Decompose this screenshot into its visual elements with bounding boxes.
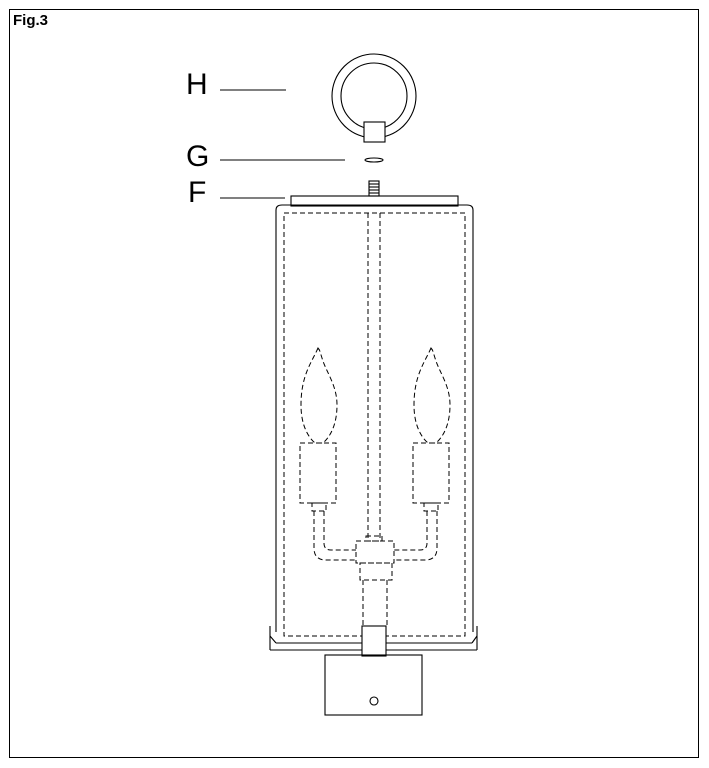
left-candle bbox=[299, 347, 338, 512]
threaded-nipple bbox=[368, 180, 380, 197]
right-candle bbox=[412, 347, 451, 512]
candle-arms bbox=[313, 511, 438, 561]
top-cap-part-f bbox=[290, 195, 459, 207]
lantern-body bbox=[275, 204, 474, 637]
figure-label: Fig.3 bbox=[13, 12, 49, 29]
part-label-g: G bbox=[186, 140, 210, 173]
figure-frame bbox=[9, 9, 699, 758]
part-label-f: F bbox=[188, 176, 207, 209]
post-fitter bbox=[324, 654, 423, 716]
part-label-h: H bbox=[186, 68, 208, 101]
ring-part-h bbox=[331, 53, 417, 143]
central-hub bbox=[355, 535, 395, 626]
washer-part-g bbox=[364, 157, 384, 163]
lantern-base bbox=[269, 625, 478, 657]
